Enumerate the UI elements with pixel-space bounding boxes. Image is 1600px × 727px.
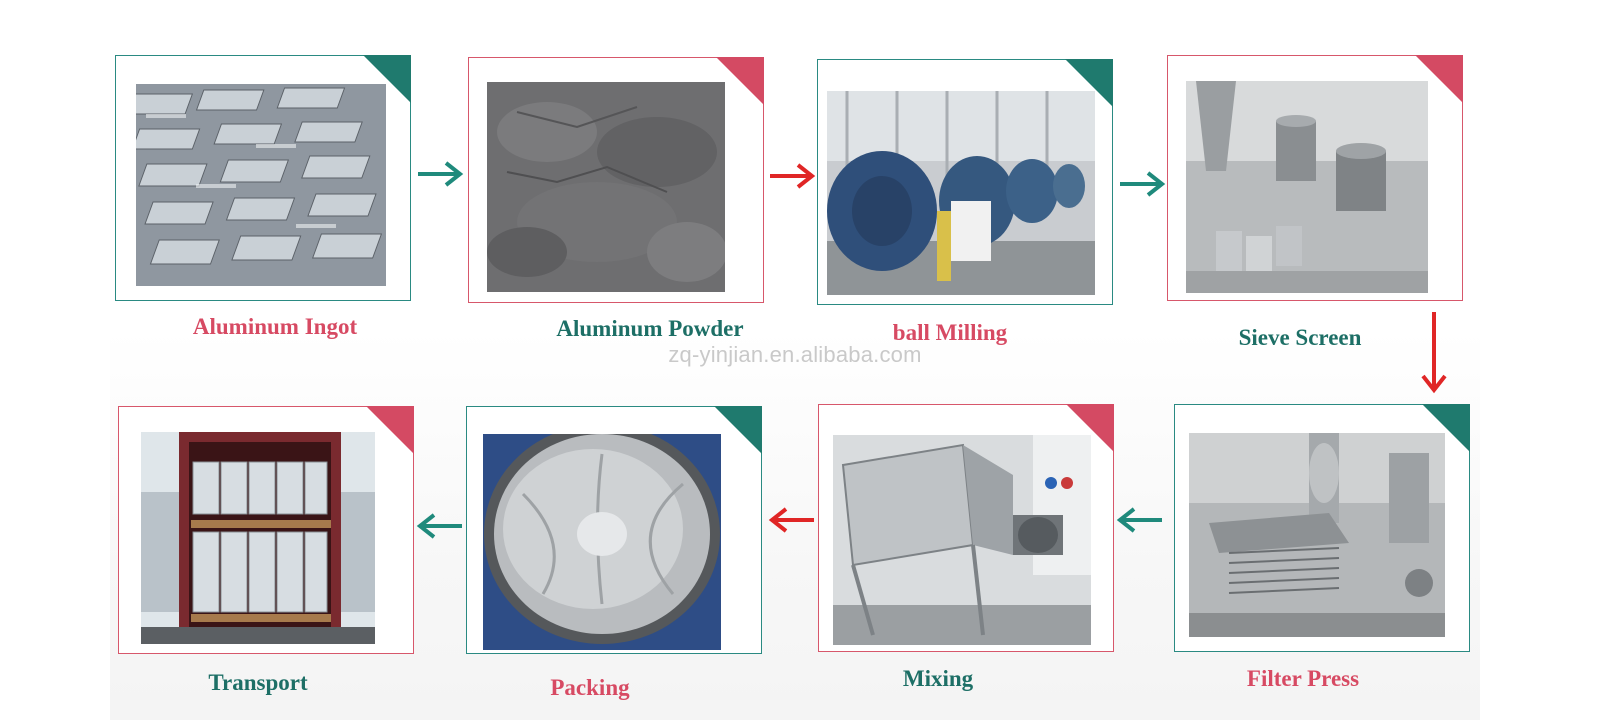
step-label-filter-press: Filter Press (1190, 666, 1416, 692)
step-card-sieve-screen (1167, 55, 1463, 301)
step-label-aluminum-powder: Aluminum Powder (520, 316, 780, 342)
arrow-left-icon (416, 512, 464, 540)
packing-photo (483, 434, 721, 650)
corner-ribbon (714, 406, 762, 454)
sieve-screen-photo (1186, 81, 1428, 293)
arrow-left-icon (1116, 506, 1164, 534)
aluminum-ingot-photo (136, 84, 386, 286)
step-label-sieve-screen: Sieve Screen (1190, 325, 1410, 351)
step-card-aluminum-ingot (115, 55, 411, 301)
arrow-down-icon (1420, 310, 1448, 394)
step-card-packing (466, 406, 762, 654)
transport-photo (141, 432, 375, 644)
step-label-packing: Packing (500, 675, 680, 701)
arrow-left-icon (768, 506, 816, 534)
step-card-ball-milling (817, 59, 1113, 305)
step-label-mixing: Mixing (858, 666, 1018, 692)
arrow-right-icon (416, 160, 464, 188)
step-card-filter-press (1174, 404, 1470, 652)
step-card-transport (118, 406, 414, 654)
step-card-aluminum-powder (468, 57, 764, 303)
step-label-ball-milling: ball Milling (840, 320, 1060, 346)
aluminum-powder-photo (487, 82, 725, 292)
arrow-right-icon (1118, 170, 1166, 198)
step-label-transport: Transport (178, 670, 338, 696)
mixing-photo (833, 435, 1091, 645)
ball-milling-photo (827, 91, 1095, 295)
step-card-mixing (818, 404, 1114, 652)
step-label-aluminum-ingot: Aluminum Ingot (150, 314, 400, 340)
arrow-right-icon (768, 162, 816, 190)
filter-press-photo (1189, 433, 1445, 637)
